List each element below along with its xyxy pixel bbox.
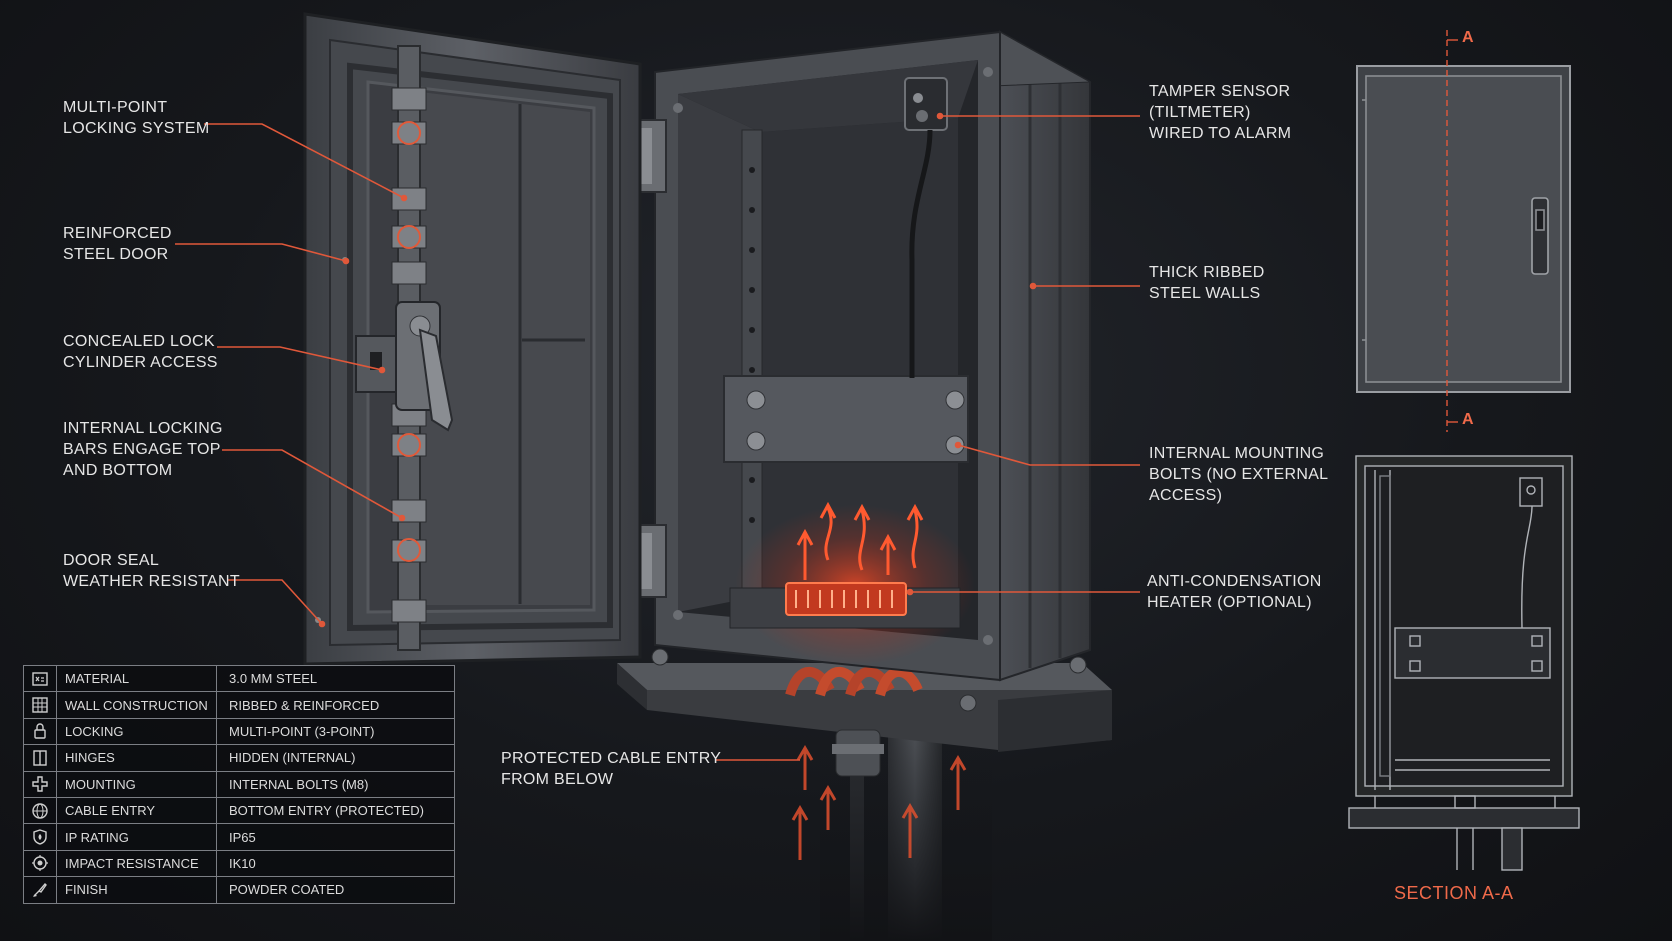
section-marker-bottom: A xyxy=(1462,411,1474,428)
shield-icon xyxy=(23,823,57,851)
front-view-drawing xyxy=(1356,65,1571,393)
spec-label: IMPACT RESISTANCE xyxy=(56,849,217,878)
enclosure-body xyxy=(654,30,1092,682)
open-door xyxy=(303,12,642,666)
spec-value: MULTI-POINT (3-POINT) xyxy=(216,717,455,746)
section-title: SECTION A-A xyxy=(1394,883,1514,903)
callout-locking-bars: INTERNAL LOCKING BARS ENGAGE TOP AND BOT… xyxy=(63,420,223,479)
section-marker-top: A xyxy=(1462,29,1474,46)
spec-value: HIDDEN (INTERNAL) xyxy=(216,744,455,772)
section-cut-line xyxy=(1446,30,1458,432)
material-icon xyxy=(23,664,57,693)
brush-icon xyxy=(23,876,57,904)
spec-value: RIBBED & REINFORCED xyxy=(216,691,455,719)
spec-value: POWDER COATED xyxy=(216,876,455,904)
impact-icon xyxy=(23,849,57,878)
spec-value: INTERNAL BOLTS (M8) xyxy=(216,770,455,798)
airflow-arrows xyxy=(791,745,967,860)
lock-icon xyxy=(23,717,57,746)
leader-lines xyxy=(175,112,1140,761)
wall-grid-icon xyxy=(23,691,57,719)
section-view-drawing xyxy=(1348,455,1580,871)
callout-mounting-bolts: INTERNAL MOUNTING BOLTS (NO EXTERNAL ACC… xyxy=(1149,445,1329,504)
spec-value: 3.0 mm STEEL xyxy=(216,664,455,693)
cable-gland xyxy=(785,666,923,777)
globe-icon xyxy=(23,796,57,825)
mounting-cross-icon xyxy=(23,770,57,798)
spec-label: LOCKING xyxy=(56,717,217,746)
callout-ribbed-walls: THICK RIBBED STEEL WALLS xyxy=(1149,264,1265,302)
callout-locking-system: MULTI-POINT LOCKING SYSTEM xyxy=(63,99,210,137)
spec-label: MATERIAL xyxy=(56,664,217,693)
spec-label: WALL CONSTRUCTION xyxy=(56,691,217,719)
spec-value: IK10 xyxy=(216,849,455,878)
spec-label: MOUNTING xyxy=(56,770,217,798)
callout-cable-entry: PROTECTED CABLE ENTRY FROM BELOW xyxy=(501,750,722,788)
callout-door-seal: DOOR SEAL WEATHER RESISTANT xyxy=(63,552,240,590)
callout-tamper-sensor: TAMPER SENSOR (TILTMETER) WIRED TO ALARM xyxy=(1149,83,1292,142)
hinge-icon xyxy=(23,744,57,772)
spec-label: CABLE ENTRY xyxy=(56,796,217,825)
callout-lock-cylinder: CONCEALED LOCK CYLINDER ACCESS xyxy=(63,333,218,371)
spec-value: BOTTOM ENTRY (PROTECTED) xyxy=(216,796,455,825)
callout-heater: ANTI-CONDENSATION HEATER (OPTIONAL) xyxy=(1147,573,1322,611)
callout-steel-door: REINFORCED STEEL DOOR xyxy=(63,225,172,263)
spec-label: IP RATING xyxy=(56,823,217,851)
spec-label: HINGES xyxy=(56,744,217,772)
heat-arrows xyxy=(796,501,924,580)
spec-label: FINISH xyxy=(56,876,217,904)
spec-value: IP65 xyxy=(216,823,455,851)
